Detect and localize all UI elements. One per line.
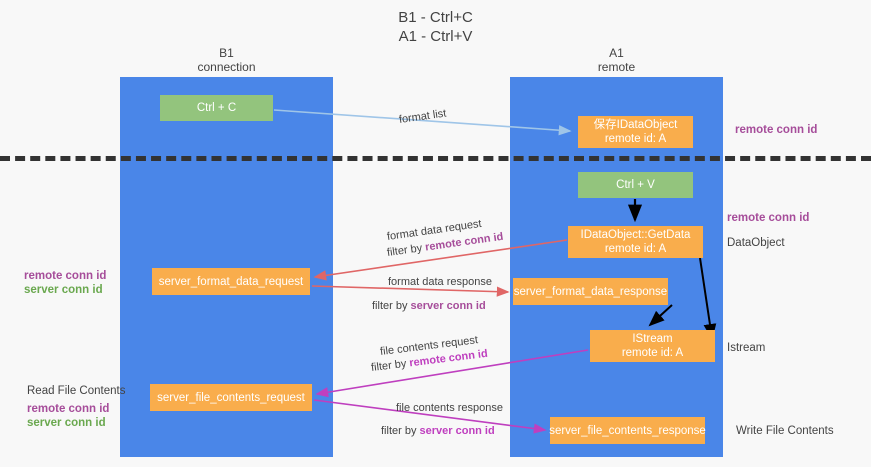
annotation-left-bottom-remote-conn-id: remote conn id bbox=[27, 403, 110, 415]
edge-format-list bbox=[273, 109, 572, 136]
lane-header-a1-line2: remote bbox=[597, 60, 636, 74]
lane-header-a1-line1: A1 bbox=[609, 46, 624, 60]
annotation-right-top-remote-conn-id: remote conn id bbox=[735, 124, 818, 136]
node-save-idataobject[interactable]: 保存IDataObject remote id: A bbox=[578, 116, 693, 148]
node-server-format-data-request-label: server_format_data_request bbox=[158, 275, 304, 288]
edge-label-format-data-response-filter: filter by server conn id bbox=[372, 299, 486, 313]
edge-label-file-contents-response: file contents response bbox=[396, 402, 504, 414]
edge-file-contents-request bbox=[315, 349, 589, 398]
annotation-right-mid-remote-conn-id: remote conn id bbox=[727, 212, 810, 224]
node-ctrl-c[interactable]: Ctrl + C bbox=[160, 95, 273, 121]
node-server-format-data-request[interactable]: server_format_data_request bbox=[152, 268, 310, 295]
edge-label-format-data-response: format data response bbox=[388, 276, 492, 288]
node-server-format-data-response-label: server_format_data_response bbox=[513, 285, 668, 298]
node-save-idataobject-line2: remote id: A bbox=[604, 133, 667, 145]
filter-key-server-conn-id: server conn id bbox=[410, 300, 486, 312]
node-ctrl-v-label: Ctrl + V bbox=[616, 179, 655, 191]
lane-header-a1: A1 remote bbox=[510, 46, 723, 74]
node-server-file-contents-request-label: server_file_contents_request bbox=[157, 391, 305, 404]
annotation-left-bottom-server-conn-id: server conn id bbox=[27, 417, 106, 429]
page-title: B1 - Ctrl+C A1 - Ctrl+V bbox=[0, 8, 871, 46]
node-server-format-data-response[interactable]: server_format_data_response bbox=[513, 278, 668, 305]
node-istream-line1: IStream bbox=[632, 333, 673, 345]
lane-header-b1-line2: connection bbox=[197, 60, 256, 74]
node-istream[interactable]: IStream remote id: A bbox=[590, 330, 715, 362]
edge-file-contents-response bbox=[313, 399, 547, 434]
lane-header-b1: B1 connection bbox=[120, 46, 333, 74]
title-line-1: B1 - Ctrl+C bbox=[398, 9, 473, 26]
title-line-2: A1 - Ctrl+V bbox=[398, 28, 473, 45]
edge-getdata-to-istream bbox=[699, 257, 717, 340]
node-ctrl-v[interactable]: Ctrl + V bbox=[578, 172, 693, 198]
section-divider bbox=[0, 156, 871, 161]
edge-response-to-istream bbox=[648, 304, 673, 327]
annotation-left-read-file-contents: Read File Contents bbox=[27, 385, 126, 397]
annotation-left-mid-server-conn-id: server conn id bbox=[24, 284, 103, 296]
annotation-left-mid-remote-conn-id: remote conn id bbox=[24, 270, 107, 282]
edge-format-data-response bbox=[311, 285, 510, 297]
edge-format-data-request bbox=[313, 239, 568, 281]
filter-prefix: filter by bbox=[372, 300, 411, 312]
node-server-file-contents-response-label: server_file_contents_response bbox=[549, 424, 706, 437]
node-idataobject-getdata-line2: remote id: A bbox=[604, 243, 667, 255]
lane-header-b1-line1: B1 bbox=[219, 46, 234, 60]
filter-key-server-conn-id: server conn id bbox=[419, 425, 495, 437]
edge-label-file-contents-response-filter: filter by server conn id bbox=[381, 424, 495, 438]
node-istream-line2: remote id: A bbox=[621, 347, 684, 359]
node-save-idataobject-line1: 保存IDataObject bbox=[593, 119, 678, 131]
annotation-right-write-file-contents: Write File Contents bbox=[736, 425, 834, 437]
node-idataobject-getdata-line1: IDataObject::GetData bbox=[580, 229, 691, 241]
node-ctrl-c-label: Ctrl + C bbox=[196, 102, 237, 114]
node-idataobject-getdata[interactable]: IDataObject::GetData remote id: A bbox=[568, 226, 703, 258]
annotation-right-dataobject: DataObject bbox=[727, 237, 785, 249]
filter-prefix: filter by bbox=[381, 425, 420, 437]
node-server-file-contents-request[interactable]: server_file_contents_request bbox=[150, 384, 312, 411]
annotation-right-istream: Istream bbox=[727, 342, 766, 354]
node-server-file-contents-response[interactable]: server_file_contents_response bbox=[549, 417, 706, 444]
